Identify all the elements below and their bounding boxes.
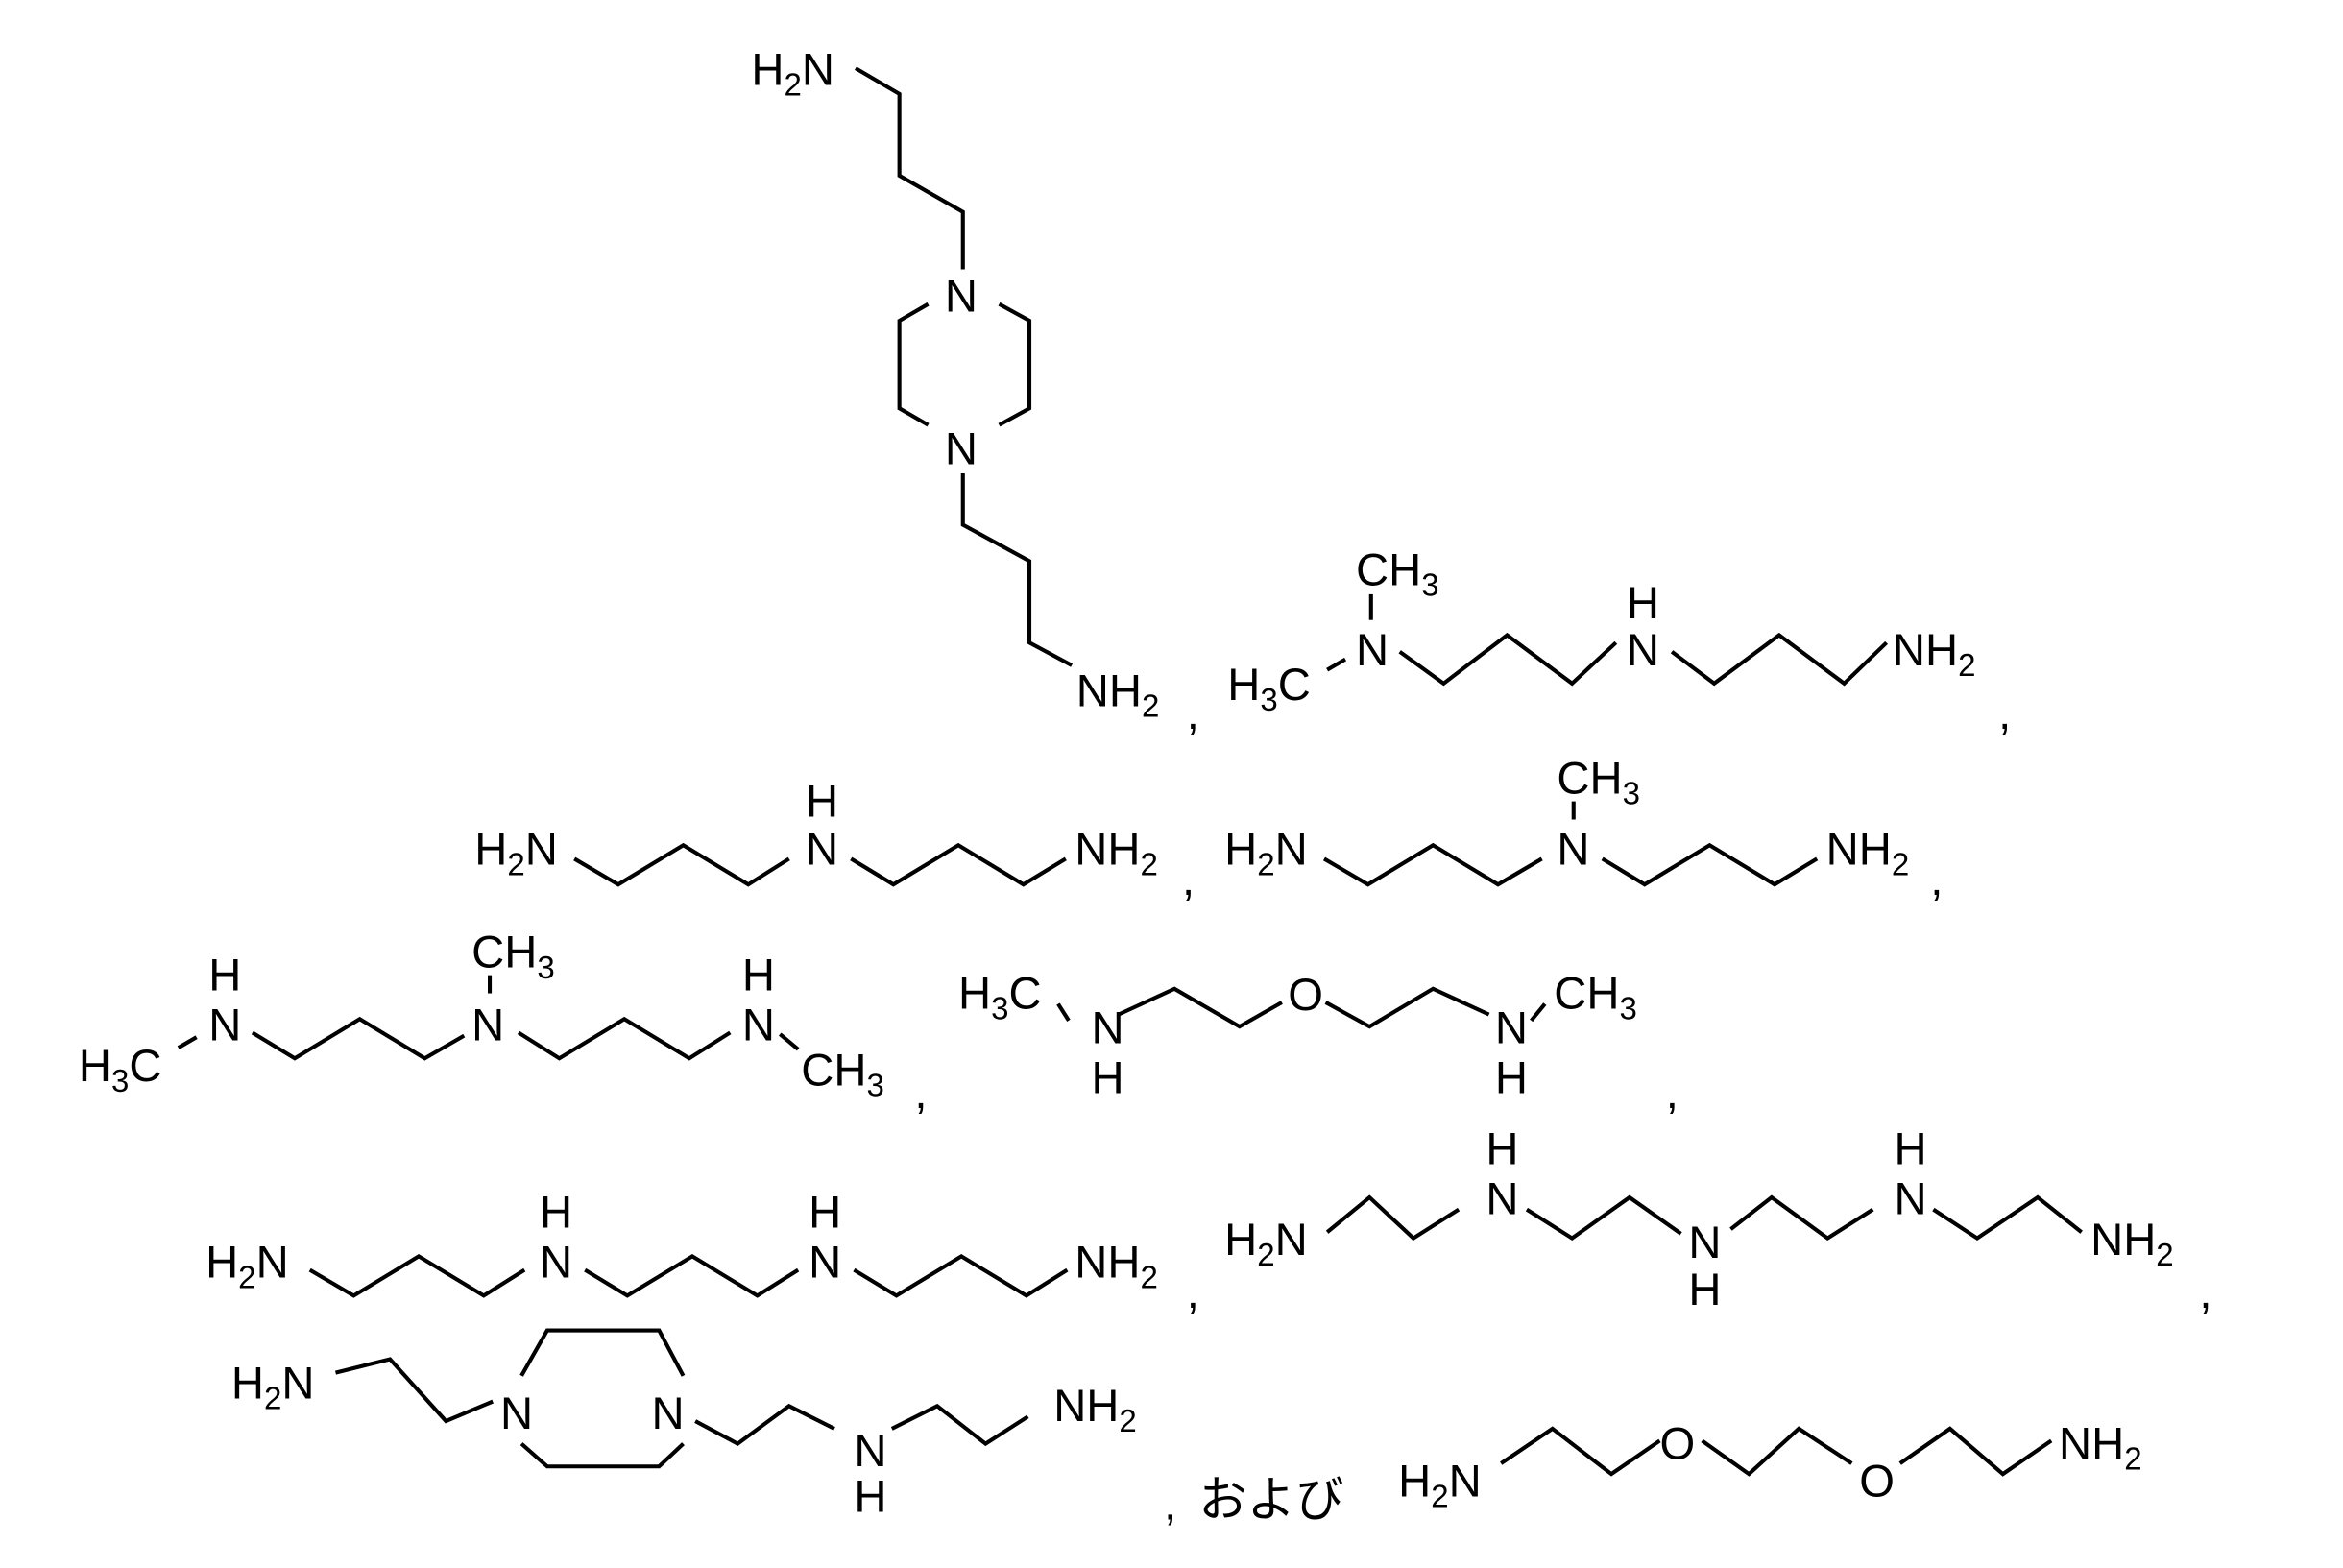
svg-text:N: N bbox=[1894, 1173, 1926, 1224]
svg-text:N: N bbox=[742, 1000, 775, 1050]
svg-text:H: H bbox=[742, 950, 775, 1001]
svg-text:N: N bbox=[1092, 1002, 1124, 1053]
svg-text:N: N bbox=[1627, 625, 1659, 676]
separator-comma: , bbox=[1998, 688, 2011, 739]
svg-text:および: および bbox=[1198, 1471, 1343, 1528]
compound-7: H2N H N H N NH2 , bbox=[205, 1188, 1199, 1318]
compound-3: H2N H N NH2 , bbox=[474, 776, 1195, 905]
svg-text:N: N bbox=[854, 1426, 886, 1477]
svg-text:N: N bbox=[945, 424, 978, 475]
svg-text:NH2: NH2 bbox=[1053, 1381, 1137, 1439]
svg-text:H2N: H2N bbox=[231, 1358, 315, 1416]
svg-text:NH2: NH2 bbox=[1076, 665, 1160, 724]
svg-text:N: N bbox=[1486, 1173, 1518, 1224]
svg-text:N: N bbox=[651, 1388, 684, 1439]
compound-4: H2N CH3 N NH2 , bbox=[1224, 754, 1943, 905]
svg-text:N: N bbox=[1557, 825, 1589, 876]
svg-text:H: H bbox=[806, 776, 838, 827]
separator-comma: , bbox=[1182, 855, 1195, 905]
separator-comma: , bbox=[1187, 1267, 1199, 1318]
svg-text:N: N bbox=[1356, 625, 1389, 676]
svg-text:CH3: CH3 bbox=[471, 928, 555, 986]
svg-text:H2N: H2N bbox=[1224, 1215, 1308, 1273]
separator-comma: , bbox=[1187, 688, 1199, 739]
svg-text:O: O bbox=[1659, 1418, 1695, 1469]
svg-text:N: N bbox=[1688, 1218, 1721, 1268]
svg-text:NH2: NH2 bbox=[1075, 1237, 1158, 1295]
svg-text:H: H bbox=[208, 950, 241, 1001]
compound-8: H2N H N N H H N NH2 , bbox=[1224, 1123, 2211, 1318]
svg-text:H2N: H2N bbox=[474, 825, 558, 883]
svg-text:O: O bbox=[1288, 970, 1323, 1021]
svg-text:N: N bbox=[540, 1237, 572, 1288]
svg-text:H2N: H2N bbox=[205, 1237, 289, 1295]
compound-9: H2N N N N H NH2 bbox=[231, 1328, 1137, 1522]
svg-text:NH2: NH2 bbox=[1075, 825, 1158, 883]
svg-text:H: H bbox=[854, 1471, 886, 1522]
compound-6: H3C N H O N H CH3 , bbox=[958, 968, 1679, 1119]
svg-text:N: N bbox=[500, 1388, 533, 1439]
svg-text:H2N: H2N bbox=[1398, 1457, 1482, 1515]
separator-comma: , bbox=[2199, 1267, 2211, 1318]
separator-comma: , bbox=[1666, 1068, 1679, 1119]
svg-text:H2N: H2N bbox=[751, 44, 834, 103]
compound-5: H N H3C CH3 N H N CH3 , bbox=[79, 928, 928, 1119]
svg-text:CH3: CH3 bbox=[801, 1046, 884, 1104]
svg-text:CH3: CH3 bbox=[1557, 754, 1640, 812]
conjunction: , および bbox=[1164, 1471, 1343, 1530]
compound-10: H2N O O NH2 bbox=[1398, 1418, 2142, 1514]
svg-text:O: O bbox=[1859, 1457, 1895, 1508]
svg-text:N: N bbox=[945, 272, 978, 323]
svg-text:H: H bbox=[1688, 1265, 1721, 1315]
svg-text:NH2: NH2 bbox=[1893, 625, 1976, 684]
svg-text:NH2: NH2 bbox=[2090, 1215, 2174, 1273]
svg-text:N: N bbox=[208, 1000, 241, 1050]
separator-comma: , bbox=[914, 1068, 927, 1119]
svg-text:NH2: NH2 bbox=[2059, 1418, 2142, 1477]
svg-text:H: H bbox=[1627, 578, 1659, 629]
separator-comma: , bbox=[1930, 855, 1943, 905]
svg-text:N: N bbox=[806, 825, 838, 876]
svg-text:NH2: NH2 bbox=[1826, 825, 1910, 883]
svg-text:H3C: H3C bbox=[958, 968, 1042, 1026]
svg-text:N: N bbox=[471, 1000, 504, 1050]
svg-text:H3C: H3C bbox=[79, 1041, 162, 1099]
svg-text:CH3: CH3 bbox=[1356, 544, 1439, 603]
svg-text:H: H bbox=[1894, 1123, 1926, 1174]
svg-text:H: H bbox=[1486, 1123, 1518, 1174]
svg-text:H: H bbox=[1495, 1052, 1528, 1103]
svg-text:H: H bbox=[809, 1188, 841, 1239]
svg-text:N: N bbox=[809, 1237, 841, 1288]
svg-text:CH3: CH3 bbox=[1554, 968, 1637, 1026]
svg-text:N: N bbox=[1495, 1002, 1528, 1053]
compound-2: CH3 N H3C H N NH2 , bbox=[1227, 544, 2011, 739]
compound-1: H2N N N NH2 , bbox=[751, 44, 1198, 739]
svg-text:H3C: H3C bbox=[1227, 660, 1311, 718]
svg-text:H: H bbox=[1092, 1052, 1124, 1103]
svg-text:H2N: H2N bbox=[1224, 825, 1308, 883]
svg-text:,: , bbox=[1164, 1479, 1176, 1530]
svg-text:H: H bbox=[540, 1188, 572, 1239]
